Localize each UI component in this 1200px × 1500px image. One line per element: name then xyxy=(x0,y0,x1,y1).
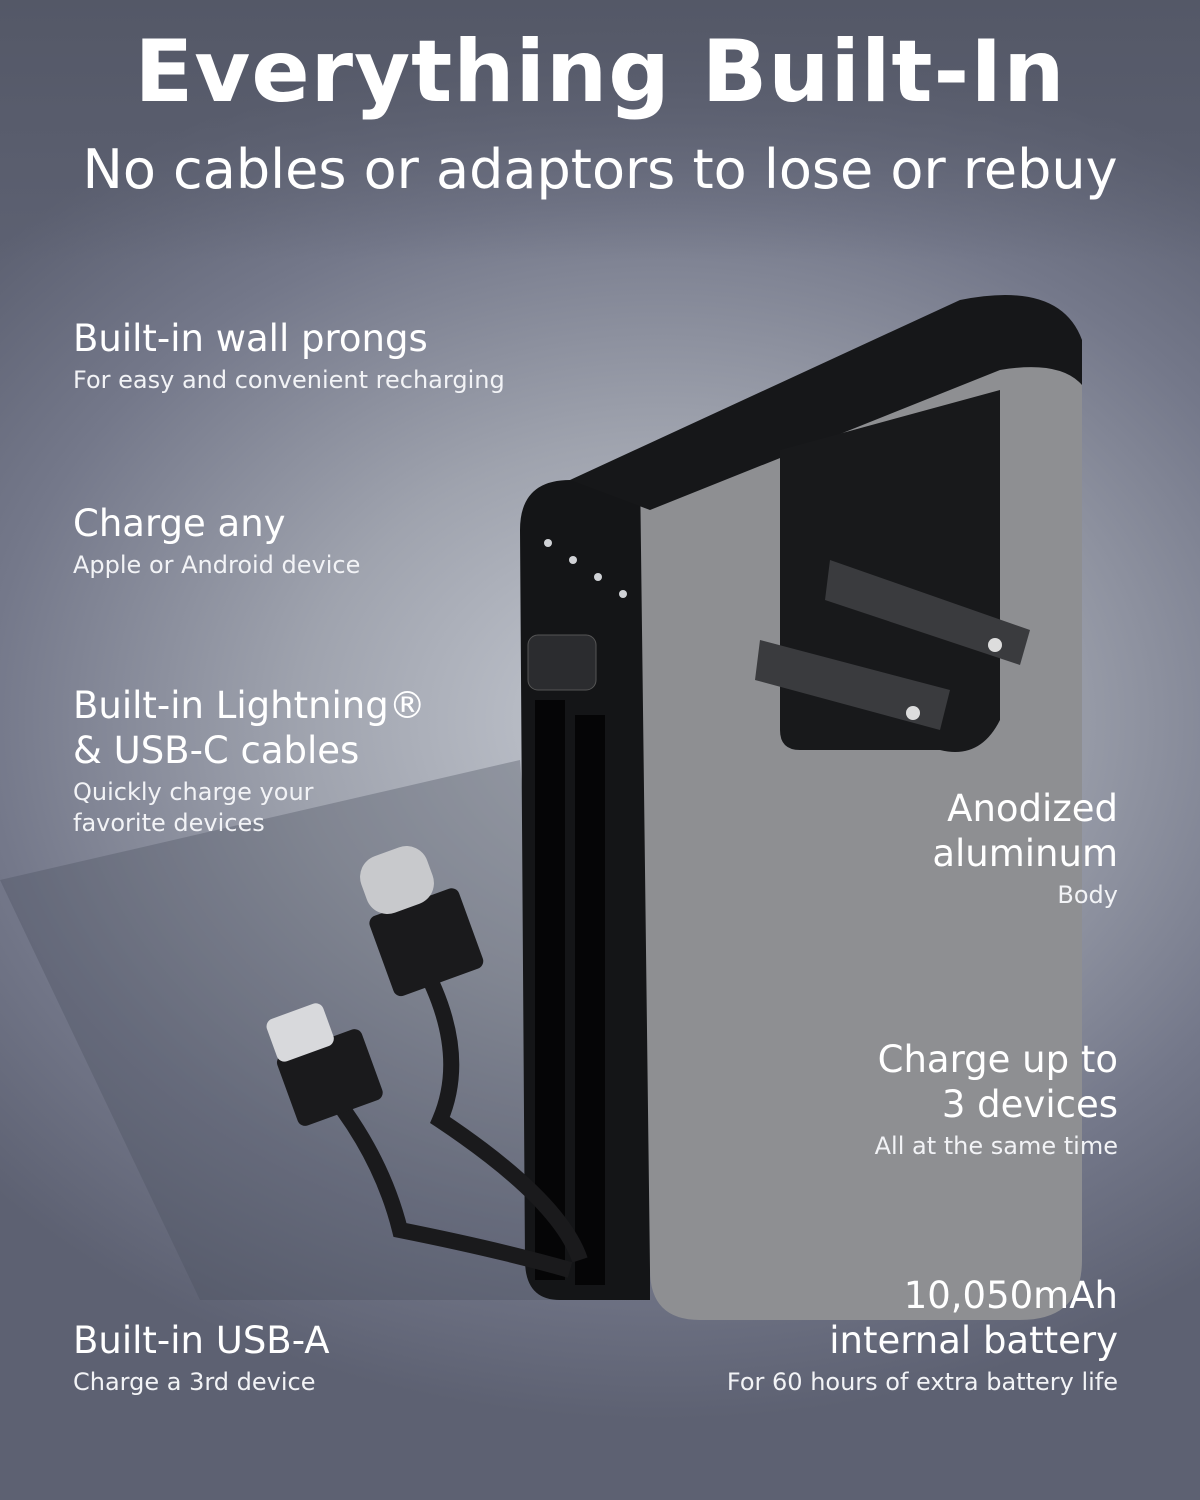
feature-title-line2: internal battery xyxy=(829,1319,1118,1362)
feature-desc: For easy and convenient recharging xyxy=(73,366,505,394)
feature-title-line2: 3 devices xyxy=(941,1083,1118,1126)
led-indicator-icon xyxy=(544,539,627,598)
feature-desc-line1: Quickly charge your xyxy=(73,778,314,806)
cable-slot xyxy=(575,715,605,1285)
background-shade xyxy=(0,0,1200,260)
prong-icon xyxy=(755,640,950,730)
page-subtitle: No cables or adaptors to lose or rebuy xyxy=(82,138,1118,201)
feature-cables: Built-in Lightning® & USB-C cables Quick… xyxy=(73,683,426,839)
feature-title-line2: aluminum xyxy=(932,832,1118,875)
usb-c-connector-icon xyxy=(369,888,484,997)
feature-three-devices: Charge up to 3 devices All at the same t… xyxy=(875,1037,1118,1162)
feature-title-line1: 10,050mAh xyxy=(903,1274,1118,1317)
feature-desc-line2: favorite devices xyxy=(73,809,265,837)
feature-desc: All at the same time xyxy=(874,1132,1118,1160)
feature-desc: Apple or Android device xyxy=(73,551,361,579)
prong-icon xyxy=(825,560,1030,665)
feature-battery: 10,050mAh internal battery For 60 hours … xyxy=(727,1273,1118,1398)
feature-title-line1: Built-in Lightning® xyxy=(73,684,426,727)
cable-slot xyxy=(535,700,565,1280)
feature-charge-any: Charge any Apple or Android device xyxy=(73,501,360,581)
feature-desc: Body xyxy=(1057,881,1118,909)
feature-usb-a: Built-in USB-A Charge a 3rd device xyxy=(73,1318,330,1398)
feature-title-line2: & USB-C cables xyxy=(73,729,360,772)
battery-button-icon[interactable] xyxy=(527,634,597,691)
feature-desc: For 60 hours of extra battery life xyxy=(726,1368,1118,1396)
feature-title-line1: Charge up to xyxy=(877,1038,1118,1081)
feature-title: Charge any xyxy=(73,502,286,545)
feature-wall-prongs: Built-in wall prongs For easy and conven… xyxy=(73,316,505,396)
page-title: Everything Built-In xyxy=(134,22,1066,122)
feature-title: Built-in wall prongs xyxy=(73,317,428,360)
feature-desc: Charge a 3rd device xyxy=(73,1368,316,1396)
feature-title: Built-in USB-A xyxy=(73,1319,330,1362)
feature-title-line1: Anodized xyxy=(947,787,1118,830)
top-cap xyxy=(570,295,1082,510)
feature-aluminum: Anodized aluminum Body xyxy=(932,786,1118,911)
